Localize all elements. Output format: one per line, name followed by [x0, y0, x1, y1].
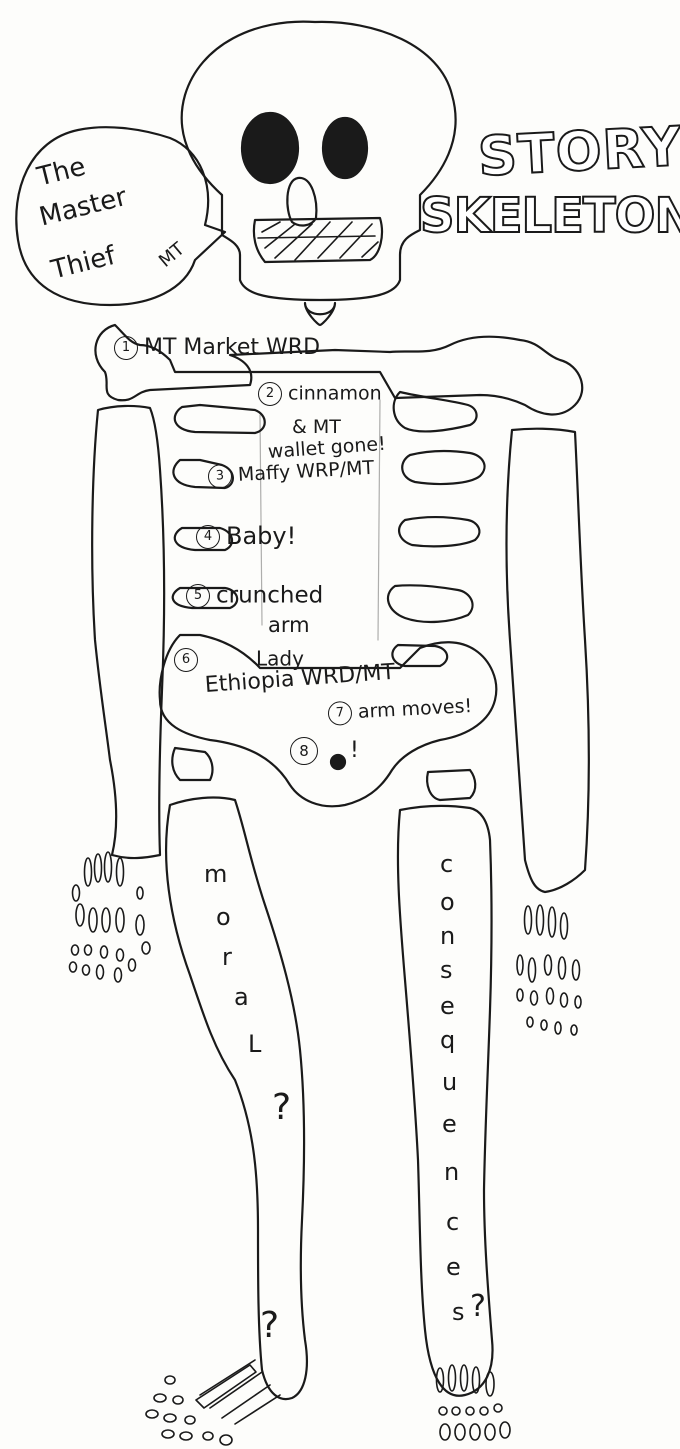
rib-right-2: [402, 451, 484, 484]
event-3-number: 3: [207, 464, 232, 489]
event-1-text: MT Market WRD: [144, 335, 320, 360]
event-8-number: 8: [290, 737, 318, 765]
left-leg-question-2: ?: [260, 1308, 279, 1344]
left-leg-letter-3: r: [222, 945, 232, 969]
right-leg-letter-5: e: [440, 994, 455, 1018]
right-hip: [427, 770, 475, 800]
event-7-number: 7: [327, 701, 352, 726]
event-6-number: 6: [174, 648, 198, 672]
right-eye-socket: [323, 118, 367, 178]
right-upper-arm: [506, 429, 588, 892]
left-upper-arm: [92, 406, 164, 858]
event-7-text: arm moves!: [357, 695, 472, 723]
event-2-line-2: & MT: [292, 418, 341, 437]
event-8: 8!: [290, 737, 359, 765]
title-line-2: SKELETON: [420, 192, 680, 240]
right-leg-letter-3: n: [440, 924, 455, 948]
right-foot-bones: [437, 1365, 511, 1440]
event-1-number: 1: [114, 336, 138, 360]
rib-right-4: [388, 585, 473, 622]
right-leg-letter-9: n: [444, 1160, 459, 1184]
event-5-number: 5: [186, 584, 210, 608]
right-leg-letter-10: c: [446, 1210, 459, 1234]
left-eye-socket: [242, 113, 298, 183]
left-hip: [172, 748, 212, 780]
rib-right-3: [399, 517, 479, 546]
right-leg-letter-6: q: [440, 1028, 455, 1052]
right-leg-letter-12: s: [452, 1300, 465, 1324]
right-leg-letter-11: e: [446, 1255, 461, 1279]
event-5-text: crunched: [216, 583, 323, 609]
right-leg-letter-8: e: [442, 1112, 457, 1136]
right-leg-letter-7: u: [442, 1070, 457, 1094]
left-leg-question-1: ?: [272, 1090, 291, 1126]
right-hand-bones: [517, 905, 581, 1035]
left-foot-bones: [146, 1360, 280, 1445]
neck: [305, 303, 335, 325]
event-4-number: 4: [196, 525, 220, 549]
right-leg-letter-4: s: [440, 958, 453, 982]
event-2-text: cinnamon: [288, 383, 382, 405]
left-hand-bones: [70, 852, 151, 982]
right-leg-letter-2: o: [440, 890, 455, 914]
left-leg-letter-5: L: [248, 1032, 261, 1056]
event-2: 2 cinnamon: [258, 382, 382, 406]
left-leg-letter-1: m: [204, 862, 227, 886]
event-4-text: Baby!: [226, 522, 296, 550]
event-8-text: !: [350, 738, 359, 763]
right-leg-question: ?: [470, 1292, 486, 1322]
title-line-1: STORY: [477, 120, 680, 185]
event-5-line-2: arm: [268, 615, 310, 636]
right-leg-letter-1: c: [440, 852, 453, 876]
rib-left-1: [175, 405, 265, 433]
left-leg-letter-4: a: [234, 985, 249, 1009]
event-2-number: 2: [258, 382, 282, 406]
left-leg-letter-2: o: [216, 905, 231, 929]
